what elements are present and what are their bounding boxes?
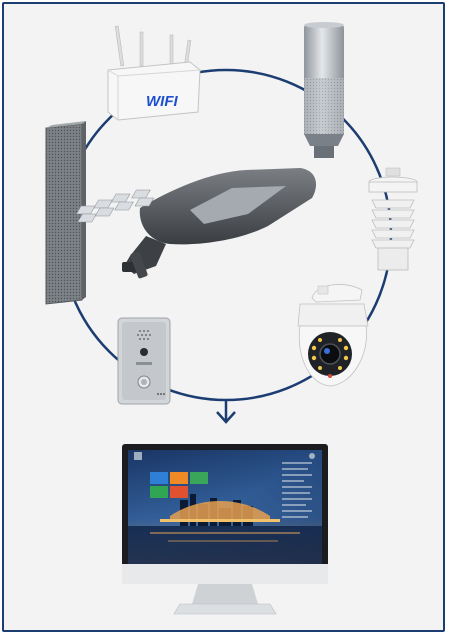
arrow-down-icon	[216, 400, 236, 424]
column-speaker-icon	[45, 121, 86, 305]
monitor-icon	[122, 444, 328, 615]
wifi-router-icon: WIFI	[107, 25, 201, 121]
smart-pole-module-icon	[304, 22, 344, 158]
screen-side-panel	[282, 462, 312, 518]
ptz-camera-icon	[297, 284, 369, 387]
router-label: WIFI	[146, 93, 178, 110]
street-light-icon	[75, 168, 316, 279]
screen-skyline	[128, 494, 322, 564]
emergency-intercom-icon	[117, 317, 171, 405]
weather-station-icon	[368, 167, 418, 271]
screen-tiles	[150, 472, 208, 498]
